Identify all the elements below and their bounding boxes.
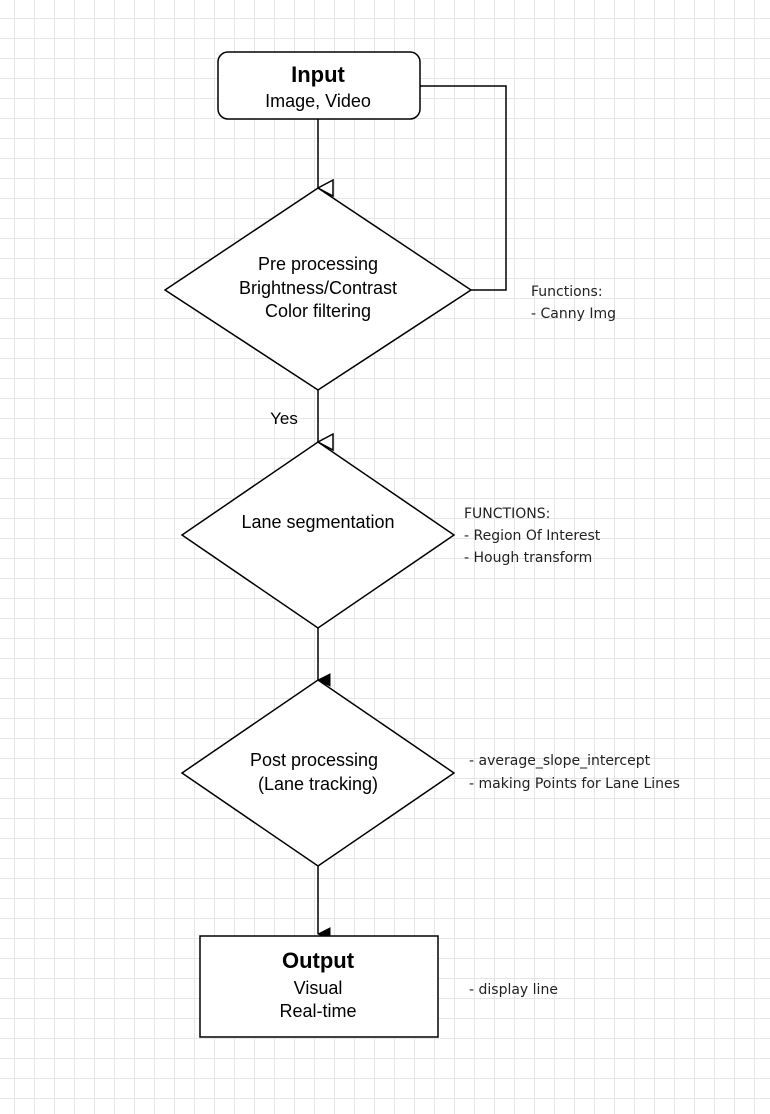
node-input-subtitle: Image, Video (265, 91, 371, 111)
node-post-processing-line2: (Lane tracking) (258, 774, 378, 794)
edge-label-yes: Yes (270, 409, 298, 428)
node-output: Output Visual Real-time (199, 935, 439, 1038)
node-preprocessing-line3: Color filtering (265, 301, 371, 321)
node-post-processing-line1: Post processing (250, 750, 378, 770)
note-segmentation-item: - Region Of Interest (464, 528, 601, 544)
node-lane-segmentation-shape (180, 441, 456, 629)
node-output-shape (199, 935, 439, 1038)
note-segmentation: FUNCTIONS: - Region Of Interest - Hough … (464, 506, 601, 566)
note-preprocessing: Functions: - Canny Img (531, 284, 616, 322)
note-segmentation-item: - Hough transform (464, 550, 592, 566)
node-output-line1: Visual (294, 978, 343, 998)
node-input-shape (217, 51, 421, 120)
node-output-line2: Real-time (279, 1001, 356, 1021)
node-preprocessing-line2: Brightness/Contrast (239, 278, 397, 298)
note-segmentation-heading: FUNCTIONS: (464, 506, 550, 522)
node-input: Input Image, Video (217, 51, 421, 120)
node-preprocessing: Pre processing Brightness/Contrast Color… (163, 187, 473, 391)
edge-preprocessing-loop-to-input (422, 86, 507, 291)
note-output: - display line (469, 982, 558, 998)
note-post-processing-item: - making Points for Lane Lines (469, 776, 680, 792)
node-lane-segmentation: Lane segmentation (180, 441, 456, 629)
node-lane-segmentation-label: Lane segmentation (241, 512, 394, 532)
note-preprocessing-item: - Canny Img (531, 306, 616, 322)
node-input-title: Input (291, 62, 345, 87)
note-post-processing: - average_slope_intercept - making Point… (469, 753, 680, 792)
note-post-processing-item: - average_slope_intercept (469, 753, 651, 769)
note-preprocessing-heading: Functions: (531, 284, 603, 300)
node-preprocessing-shape (163, 187, 473, 391)
note-output-item: - display line (469, 982, 558, 998)
node-post-processing-shape (180, 679, 456, 867)
node-preprocessing-line1: Pre processing (258, 254, 378, 274)
node-post-processing: Post processing (Lane tracking) (180, 679, 456, 867)
node-output-title: Output (282, 948, 355, 973)
